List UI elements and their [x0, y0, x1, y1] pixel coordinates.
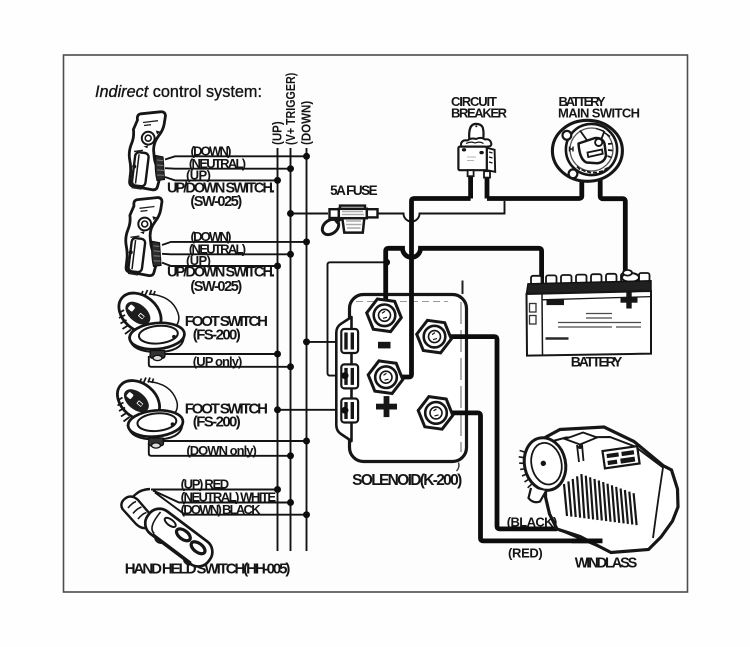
svg-text:(V+ TRIGGER): (V+ TRIGGER)	[283, 73, 298, 145]
svg-text:SOLENOID(K-200): SOLENOID(K-200)	[352, 472, 462, 489]
svg-text:(BLACK): (BLACK)	[507, 515, 558, 530]
svg-text:(DOWN): (DOWN)	[191, 143, 232, 158]
svg-text:(NEUTRAL): (NEUTRAL)	[189, 241, 246, 256]
svg-text:Indirect control system:: Indirect control system:	[95, 83, 262, 101]
svg-text:BATTERY: BATTERY	[559, 94, 606, 109]
svg-text:(UP) RED: (UP) RED	[181, 477, 230, 492]
svg-text:MAIN SWITCH: MAIN SWITCH	[558, 106, 640, 121]
svg-text:(NEUTRAL): (NEUTRAL)	[189, 156, 246, 171]
svg-text:(RED): (RED)	[508, 546, 543, 561]
svg-text:WINDLASS: WINDLASS	[575, 556, 638, 572]
svg-text:(FS-200): (FS-200)	[193, 414, 241, 431]
svg-text:BREAKER: BREAKER	[451, 106, 508, 121]
svg-text:(UP only): (UP only)	[193, 354, 243, 369]
svg-text:UP/DOWN SWITCH.: UP/DOWN SWITCH.	[167, 265, 275, 281]
svg-text:HAND HELD SWITCH(HH-005): HAND HELD SWITCH(HH-005)	[125, 561, 291, 578]
svg-text:(UP): (UP)	[270, 121, 285, 145]
svg-text:(DOWN): (DOWN)	[299, 101, 314, 145]
svg-text:(SW-025): (SW-025)	[190, 194, 242, 210]
svg-text:FOOT SWITCH: FOOT SWITCH	[185, 401, 268, 418]
svg-text:(DOWN): (DOWN)	[191, 229, 232, 244]
svg-text:(SW-025): (SW-025)	[190, 279, 242, 295]
svg-text:UP/DOWN SWITCH.: UP/DOWN SWITCH.	[167, 181, 275, 197]
svg-text:(UP): (UP)	[186, 168, 211, 183]
svg-text:FOOT SWITCH: FOOT SWITCH	[185, 313, 268, 330]
svg-text:BATTERY: BATTERY	[571, 354, 623, 370]
svg-text:CIRCUIT: CIRCUIT	[451, 94, 497, 109]
svg-text:(DOWN only): (DOWN only)	[186, 443, 256, 458]
svg-text:5A FUSE: 5A FUSE	[330, 183, 378, 198]
svg-text:(FS-200): (FS-200)	[193, 327, 241, 344]
svg-text:(UP): (UP)	[186, 253, 211, 268]
svg-text:(NEUTRAL) WHITE: (NEUTRAL) WHITE	[181, 490, 277, 505]
svg-text:(DOWN) BLACK: (DOWN) BLACK	[181, 502, 262, 517]
